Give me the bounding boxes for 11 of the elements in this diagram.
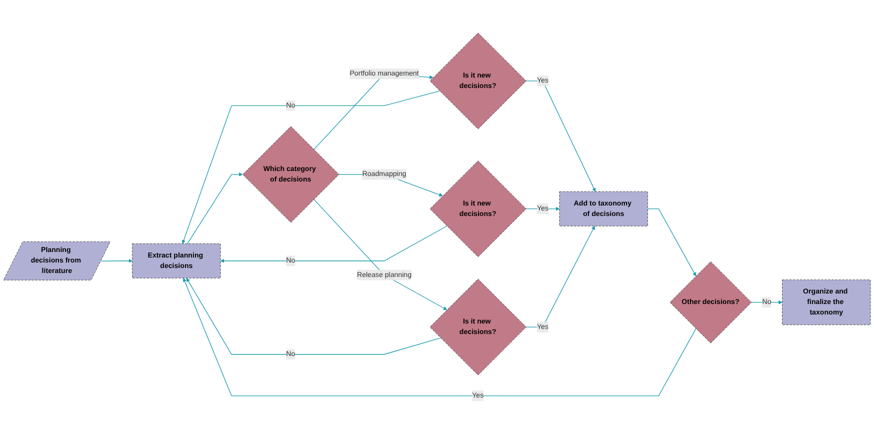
- arrow: [526, 80, 596, 192]
- arrow: [313, 199, 448, 310]
- arrow: [100, 258, 132, 263]
- arrow: [526, 226, 595, 328]
- arrow: [187, 172, 243, 244]
- arrow: [220, 226, 448, 263]
- arrow: [182, 90, 440, 244]
- arrow: [750, 300, 782, 304]
- arrow: [186, 278, 441, 355]
- arrow: [182, 278, 696, 396]
- arrow: [647, 208, 696, 276]
